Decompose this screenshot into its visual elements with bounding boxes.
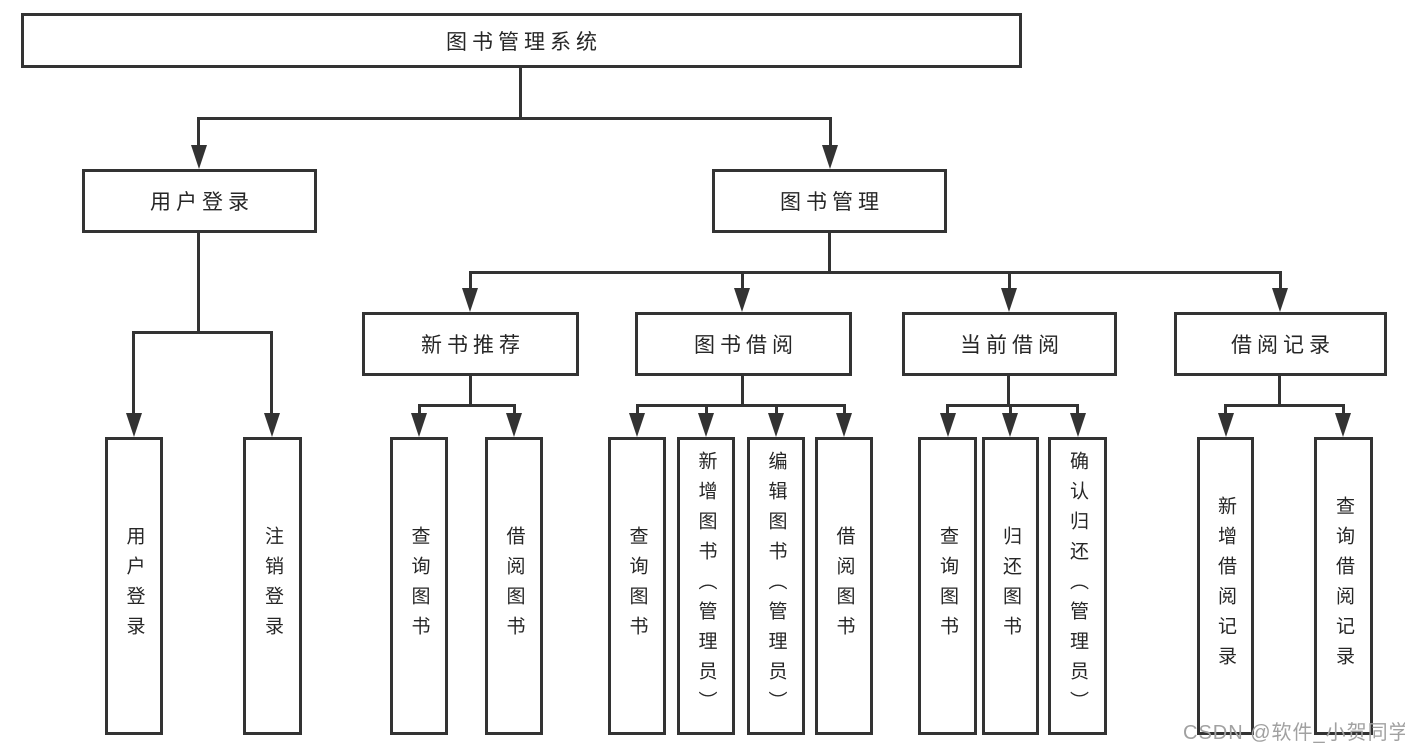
leaf-confirm-return-admin-label: 确认归还（管理员） [1067, 451, 1088, 721]
arrowhead-down [1001, 288, 1017, 312]
leaf-borrowing-query-books: 查询图书 [608, 437, 666, 735]
arrowhead-down [126, 413, 142, 437]
arrowhead-down [822, 145, 838, 169]
node-library-system: 图书管理系统 [21, 13, 1022, 68]
arrowhead-down [1070, 413, 1086, 437]
connector-line [636, 404, 639, 415]
connector-line [1224, 404, 1227, 415]
connector-line [418, 404, 516, 407]
leaf-return-books: 归还图书 [982, 437, 1039, 735]
connector-line [1279, 271, 1282, 290]
connector-line [197, 117, 832, 120]
node-borrow-records: 借阅记录 [1174, 312, 1387, 376]
leaf-logout: 注销登录 [243, 437, 302, 735]
leaf-current-query-books-label: 查询图书 [937, 526, 958, 646]
node-book-borrowing-label: 图书借阅 [694, 334, 798, 357]
connector-line [197, 117, 200, 148]
connector-line [469, 376, 472, 407]
leaf-user-login: 用户登录 [105, 437, 163, 735]
connector-line [270, 331, 273, 415]
node-library-system-label: 图书管理系统 [446, 30, 602, 54]
connector-line [946, 404, 1079, 407]
connector-line [418, 404, 421, 415]
leaf-recommend-query-books-label: 查询图书 [408, 526, 430, 646]
arrowhead-down [411, 413, 427, 437]
node-new-book-recommend-label: 新书推荐 [421, 334, 525, 357]
arrowhead-down [1218, 413, 1234, 437]
leaf-recommend-borrow-books-label: 借阅图书 [503, 526, 525, 646]
leaf-return-books-label: 归还图书 [1000, 526, 1021, 646]
arrowhead-down [1335, 413, 1351, 437]
connector-line [197, 233, 200, 334]
leaf-add-borrow-record-label: 新增借阅记录 [1215, 496, 1236, 676]
connector-line [946, 404, 949, 415]
node-book-borrowing: 图书借阅 [635, 312, 852, 376]
connector-line [1009, 404, 1012, 415]
connector-line [829, 117, 832, 148]
connector-line [469, 271, 1282, 274]
arrowhead-down [734, 288, 750, 312]
leaf-borrowing-borrow-books-label: 借阅图书 [833, 526, 855, 646]
connector-line [519, 68, 522, 120]
leaf-logout-label: 注销登录 [262, 526, 283, 646]
leaf-edit-books-admin-label: 编辑图书（管理员） [765, 451, 787, 721]
leaf-recommend-borrow-books: 借阅图书 [485, 437, 543, 735]
arrowhead-down [191, 145, 207, 169]
arrowhead-down [768, 413, 784, 437]
node-user-login: 用户登录 [82, 169, 317, 233]
arrowhead-down [264, 413, 280, 437]
connector-line [132, 331, 135, 415]
node-new-book-recommend: 新书推荐 [362, 312, 579, 376]
connector-line [1008, 271, 1011, 290]
leaf-query-borrow-record: 查询借阅记录 [1314, 437, 1373, 735]
node-current-borrowing-label: 当前借阅 [960, 334, 1064, 357]
leaf-user-login-label: 用户登录 [123, 526, 145, 646]
connector-line [828, 233, 831, 274]
arrowhead-down [629, 413, 645, 437]
connector-line [775, 404, 778, 415]
node-book-management-label: 图书管理 [780, 191, 884, 214]
node-current-borrowing: 当前借阅 [902, 312, 1117, 376]
leaf-borrowing-query-books-label: 查询图书 [626, 526, 648, 646]
leaf-add-books-admin: 新增图书（管理员） [677, 437, 735, 735]
leaf-query-borrow-record-label: 查询借阅记录 [1333, 496, 1354, 676]
leaf-borrowing-borrow-books: 借阅图书 [815, 437, 873, 735]
leaf-add-books-admin-label: 新增图书（管理员） [695, 451, 717, 721]
connector-line [469, 271, 472, 290]
arrowhead-down [506, 413, 522, 437]
arrowhead-down [698, 413, 714, 437]
connector-line [741, 271, 744, 290]
leaf-add-borrow-record: 新增借阅记录 [1197, 437, 1254, 735]
node-user-login-label: 用户登录 [150, 191, 254, 214]
arrowhead-down [1272, 288, 1288, 312]
arrowhead-down [1002, 413, 1018, 437]
connector-line [1224, 404, 1345, 407]
node-book-management: 图书管理 [712, 169, 947, 233]
csdn-watermark: CSDN @软件_小贺同学 [1183, 722, 1405, 744]
leaf-current-query-books: 查询图书 [918, 437, 977, 735]
arrowhead-down [836, 413, 852, 437]
leaf-confirm-return-admin: 确认归还（管理员） [1048, 437, 1107, 735]
connector-line [1342, 404, 1345, 415]
connector-line [513, 404, 516, 415]
connector-line [1278, 376, 1281, 407]
connector-line [741, 376, 744, 407]
connector-line [132, 331, 273, 334]
connector-line [636, 404, 846, 407]
arrowhead-down [940, 413, 956, 437]
connector-line [843, 404, 846, 415]
leaf-recommend-query-books: 查询图书 [390, 437, 448, 735]
arrowhead-down [462, 288, 478, 312]
node-borrow-records-label: 借阅记录 [1231, 334, 1335, 357]
connector-line [1007, 376, 1010, 407]
connector-line [1076, 404, 1079, 415]
connector-line [705, 404, 708, 415]
leaf-edit-books-admin: 编辑图书（管理员） [747, 437, 805, 735]
